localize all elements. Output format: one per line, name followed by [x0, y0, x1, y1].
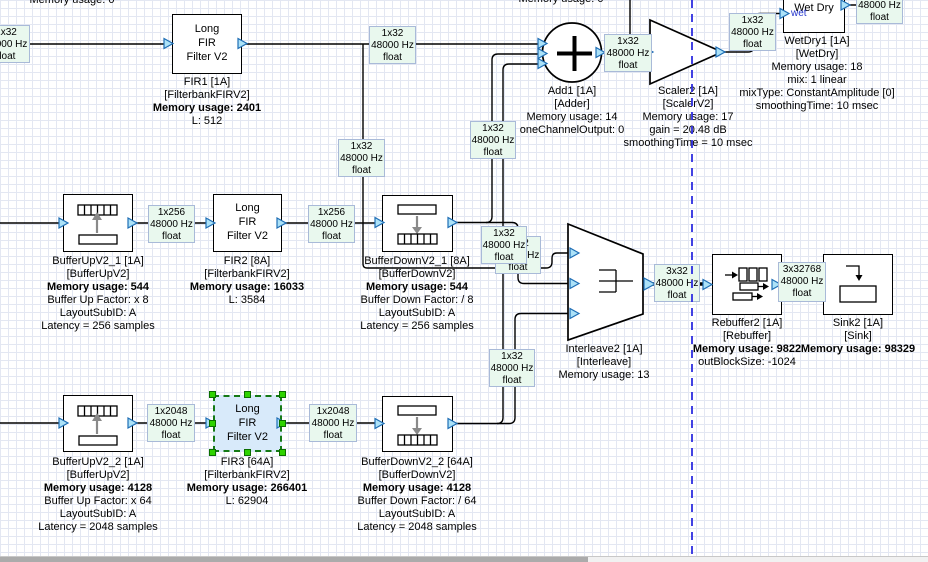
caption-bufferup1: BufferUpV2_1 [1A][BufferUpV2] Memory usa… — [41, 255, 155, 332]
caption-rebuffer2: Rebuffer2 [1A][Rebuffer] Memory usage: 9… — [692, 317, 802, 368]
pin-fir2-in[interactable] — [205, 216, 217, 230]
pin-add1-in2[interactable] — [537, 47, 549, 60]
caption-fir3: FIR3 [64A][FilterbankFIRV2] Memory usage… — [186, 456, 308, 507]
caption-fir1: FIR1 [1A][FilterbankFIRV2] Memory usage:… — [152, 76, 262, 127]
pin-fir1-out[interactable] — [237, 37, 249, 50]
block-scaler2[interactable] — [649, 18, 725, 86]
pin-add1-in1[interactable] — [537, 37, 549, 50]
wetdry-wet-pin-label: wet — [791, 8, 807, 19]
block-interleave2[interactable] — [567, 222, 644, 342]
pin-interleave2-out[interactable] — [643, 276, 657, 292]
buffer-down-icon — [397, 405, 438, 446]
sink-icon — [839, 265, 877, 303]
selection-handle[interactable] — [209, 391, 216, 398]
selection-handle[interactable] — [209, 420, 216, 427]
block-title: Long — [235, 403, 260, 415]
pin-add1-out[interactable] — [595, 46, 607, 59]
block-title: FIR — [238, 417, 257, 429]
caption-bufferdown1: BufferDownV2_1 [8A][BufferDownV2] Memory… — [360, 255, 474, 332]
horizontal-scrollbar[interactable] — [0, 556, 928, 562]
block-title: Filter V2 — [227, 431, 268, 443]
horizontal-scrollbar-thumb[interactable] — [0, 557, 588, 562]
block-title: Wet Dry — [794, 2, 834, 14]
pin-bufferup1-in[interactable] — [58, 216, 70, 230]
pin-fir1-in[interactable] — [163, 37, 175, 50]
buffer-up-icon — [77, 204, 118, 245]
pin-add1-in3[interactable] — [537, 57, 549, 70]
block-fir3-selected[interactable]: Long FIR Filter V2 — [213, 395, 282, 452]
rebuffer-icon — [725, 267, 769, 301]
pin-bufferup2-in[interactable] — [58, 416, 70, 430]
pin-bufferdown2-out[interactable] — [447, 417, 459, 430]
caption-bufferdown2: BufferDownV2_2 [64A][BufferDownV2] Memor… — [357, 456, 477, 533]
selection-handle[interactable] — [279, 449, 286, 456]
selection-handle[interactable] — [244, 391, 251, 398]
pin-bufferdown1-out[interactable] — [447, 216, 459, 229]
partial-caption-top-mid: Memory usage: 0 — [519, 0, 604, 5]
caption-sink2: Sink2 [1A][Sink] Memory usage: 98329 — [800, 317, 916, 355]
partial-caption-top-left: Memory usage: 0 — [29, 0, 115, 6]
block-title: Filter V2 — [227, 230, 268, 242]
block-fir1[interactable]: Long FIR Filter V2 — [172, 14, 242, 74]
pin-bufferup1-out[interactable] — [127, 216, 139, 230]
caption-bufferup2: BufferUpV2_2 [1A][BufferUpV2] Memory usa… — [38, 456, 158, 533]
pin-wetdry1-out[interactable] — [840, 0, 852, 12]
block-fir2[interactable]: Long FIR Filter V2 — [213, 194, 282, 252]
selection-handle[interactable] — [279, 420, 286, 427]
selection-handle[interactable] — [279, 391, 286, 398]
pin-interleave2-in3[interactable] — [569, 307, 581, 320]
pin-bufferdown2-in[interactable] — [374, 417, 386, 430]
pin-rebuffer2-out[interactable] — [771, 278, 783, 291]
pin-rebuffer2-in[interactable] — [702, 278, 714, 291]
pin-fir2-out[interactable] — [276, 216, 288, 230]
pin-bufferdown1-in[interactable] — [374, 216, 386, 229]
pin-wetdry1-wet[interactable] — [779, 7, 791, 20]
pin-interleave2-in2[interactable] — [569, 277, 581, 290]
block-title: FIR — [198, 37, 216, 49]
interleave-icon — [599, 269, 633, 293]
selection-handle[interactable] — [209, 449, 216, 456]
wire-fir1-branch-to-interleave1[interactable] — [362, 44, 571, 269]
block-title: Filter V2 — [186, 51, 228, 63]
block-sink2[interactable] — [823, 254, 893, 315]
pin-bufferup2-out[interactable] — [127, 416, 139, 430]
caption-interleave2: Interleave2 [1A][Interleave] Memory usag… — [558, 343, 650, 381]
buffer-up-icon — [77, 405, 118, 446]
pin-interleave2-in1[interactable] — [569, 246, 581, 260]
selection-handle[interactable] — [244, 449, 251, 456]
block-title: FIR — [238, 216, 257, 228]
buffer-down-icon — [397, 204, 438, 245]
block-title: Long — [194, 23, 220, 35]
block-title: Long — [235, 202, 260, 214]
caption-fir2: FIR2 [8A][FilterbankFIRV2] Memory usage:… — [189, 255, 305, 306]
pin-scaler2-out[interactable] — [715, 45, 727, 59]
